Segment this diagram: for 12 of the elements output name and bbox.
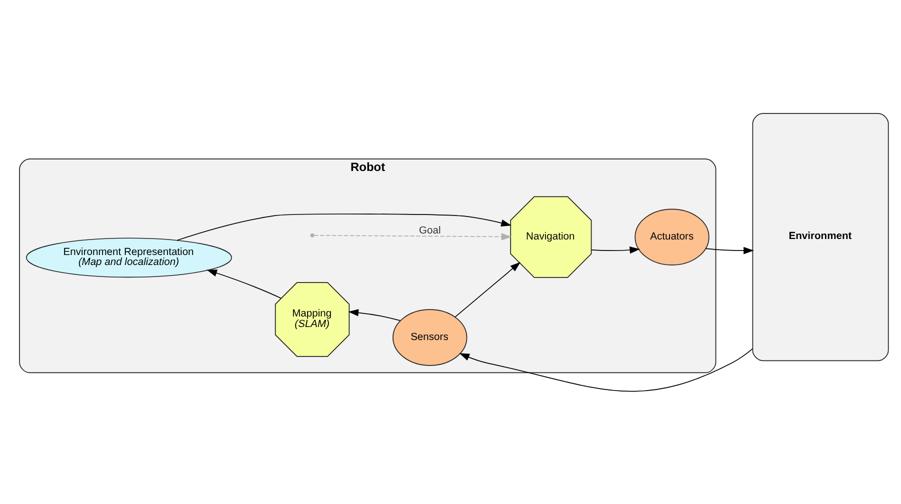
arrow <box>176 213 512 240</box>
node-ellipse: Actuators <box>634 208 710 265</box>
node-ellipse: Sensors <box>392 308 468 366</box>
edge-label: Goal <box>419 224 441 236</box>
arrow <box>454 261 521 317</box>
arrow <box>459 348 753 392</box>
arrow <box>206 269 282 298</box>
arrow <box>705 246 754 254</box>
arrow <box>591 246 640 254</box>
arrow <box>314 232 512 240</box>
arrow <box>348 308 401 320</box>
node-box: Environment <box>752 112 889 361</box>
